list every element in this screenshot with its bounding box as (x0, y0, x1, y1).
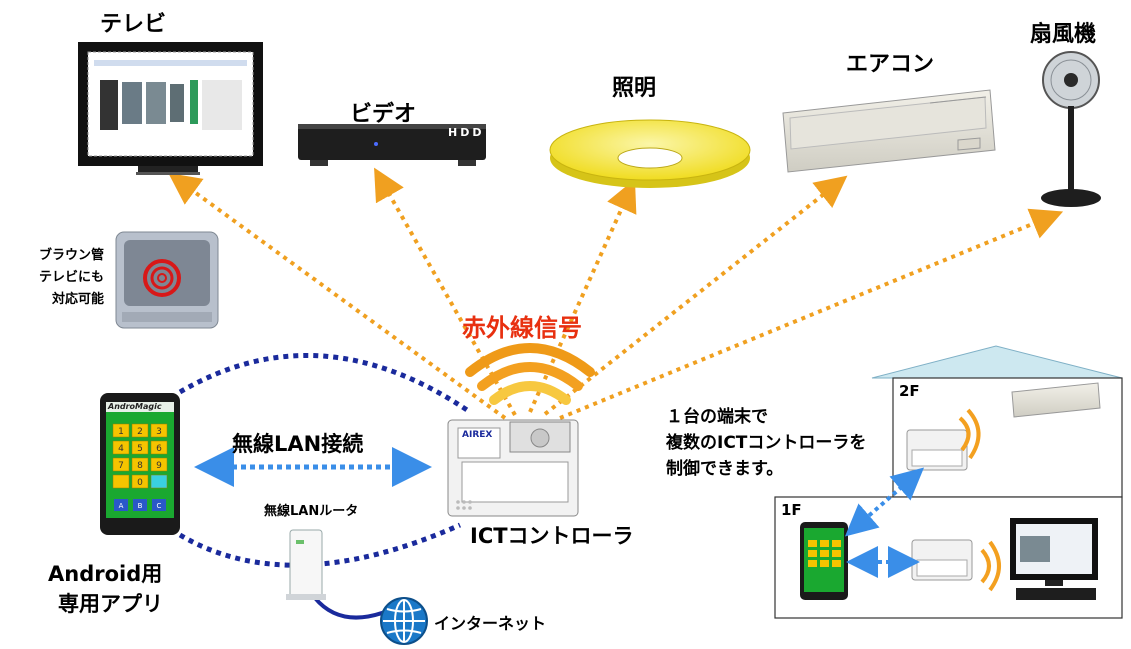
ir-arrow-fan (559, 208, 1064, 420)
keypad-key: 2 (137, 427, 143, 437)
keypad-key: 8 (137, 461, 143, 471)
phone-bottom-key: C (157, 502, 162, 510)
house-diagram (774, 345, 1123, 619)
network-links (178, 353, 472, 620)
crt-caption-line1: ブラウン管 (38, 248, 104, 263)
floor-1f-label: 1F (781, 501, 802, 519)
keypad-key: 7 (118, 461, 124, 471)
phone-keypad (112, 423, 168, 489)
hdd-badge: HDD (448, 126, 485, 139)
video-label: ビデオ (350, 102, 417, 127)
router-illustration (286, 529, 326, 600)
router-label: 無線LANルータ (264, 504, 359, 519)
controller-brand: AIREX (462, 430, 493, 440)
phone-bottom-key: B (138, 502, 143, 510)
crt-caption-line2: テレビにも (38, 270, 104, 285)
app-label-line1: Android用 (48, 562, 163, 586)
phone-illustration (100, 393, 180, 535)
ir-arrow-aircon (543, 175, 848, 416)
internet-label: インターネット (434, 614, 547, 633)
keypad-key: 1 (118, 427, 124, 437)
keypad-key: 9 (156, 461, 162, 471)
controller-label: ICTコントローラ (470, 524, 634, 548)
multi-control-line3: 制御できます。 (666, 459, 784, 479)
app-label-line2: 専用アプリ (58, 592, 163, 616)
video-illustration (298, 124, 486, 166)
tv-illustration (78, 42, 263, 175)
crt-tv-illustration (115, 231, 219, 329)
multi-control-line2: 複数のICTコントローラを (666, 433, 867, 453)
fan-label: 扇風機 (1030, 22, 1097, 47)
ir-arrow-light (528, 179, 637, 413)
controller-illustration (447, 419, 579, 517)
fan-illustration (1041, 51, 1101, 207)
crt-caption-line3: 対応可能 (51, 292, 104, 307)
signal-waves (465, 343, 595, 405)
globe-icon (380, 597, 428, 645)
keypad-key: 3 (156, 427, 162, 437)
network-arc-top (178, 353, 472, 415)
keypad-key: 6 (156, 444, 162, 454)
aircon-illustration (782, 89, 996, 173)
light-illustration (549, 119, 751, 188)
keypad-key: 0 (137, 478, 143, 488)
multi-control-line1: １台の端末で (666, 407, 768, 427)
aircon-label: エアコン (846, 52, 935, 77)
tv-label: テレビ (100, 12, 167, 37)
internet-cable (313, 596, 386, 620)
wifi-connection-label: 無線LAN接続 (232, 432, 364, 456)
keypad-key: 4 (118, 444, 124, 454)
ir-arrow-tv (168, 172, 507, 420)
light-label: 照明 (612, 76, 657, 101)
keypad-key: 5 (137, 444, 143, 454)
phone-bottom-key: A (119, 502, 124, 510)
floor-2f-label: 2F (899, 382, 920, 400)
phone-brand: AndroMagic (108, 402, 162, 411)
ir-signal-label: 赤外線信号 (462, 314, 582, 342)
